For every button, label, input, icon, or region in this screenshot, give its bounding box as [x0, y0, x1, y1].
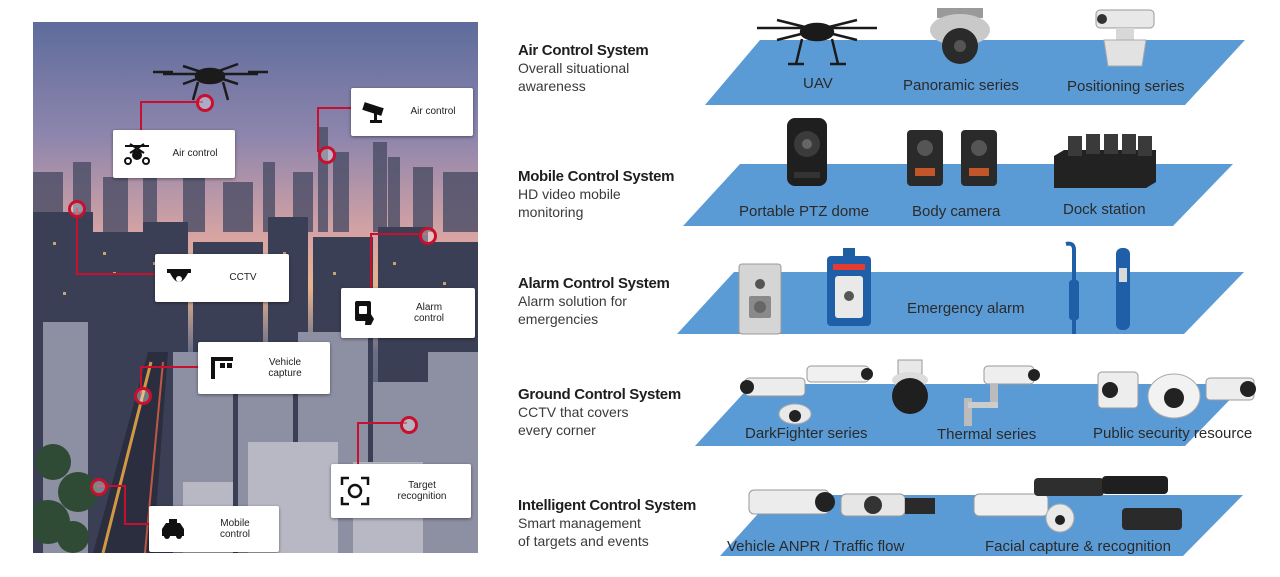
alarm-column-device — [1116, 248, 1130, 330]
tier-mobile-label-dock: Dock station — [1063, 201, 1146, 218]
facial-capture-cameras-device — [973, 476, 1182, 533]
callout-label: CCTV — [229, 272, 257, 284]
tier-alarm-text: Alarm Control System Alarm solution for … — [518, 275, 698, 328]
vehicle-capture-icon — [204, 350, 240, 386]
tier-mobile-label-ptz: Portable PTZ dome — [739, 203, 870, 220]
alarm-pole-device — [1065, 241, 1079, 334]
tier-title: Ground Control System — [518, 386, 681, 403]
tier-mobile-text: Mobile Control System HD video mobile mo… — [518, 168, 698, 221]
callout-label: Alarm control — [413, 301, 444, 325]
marker-alarm[interactable] — [419, 227, 437, 245]
thermal-camera-device — [964, 365, 1040, 426]
tier-title: Alarm Control System — [518, 275, 670, 292]
tier-ground-text: Ground Control System CCTV that covers e… — [518, 386, 698, 439]
tier-intelligent-label-facial: Facial capture & recognition — [985, 538, 1171, 555]
callout-vehicle-capture[interactable]: Vehicle capture — [198, 342, 330, 394]
tier-subtitle: CCTV that covers every corner — [518, 404, 629, 438]
positioning-camera-device — [1095, 9, 1155, 67]
tier-intelligent-text: Intelligent Control System Smart managem… — [518, 497, 698, 550]
drone-icon — [119, 136, 155, 172]
car-icon — [155, 511, 191, 547]
tier-title: Air Control System — [518, 42, 649, 59]
tier-ground-label-public-security: Public security resource — [1093, 425, 1253, 442]
alarm-panel-device — [738, 263, 782, 335]
drone-icon — [153, 62, 268, 101]
panoramic-camera-device — [930, 8, 990, 64]
marker-mobile[interactable] — [90, 478, 108, 496]
tier-ground-label-darkfighter: DarkFighter series — [745, 425, 868, 442]
tier-title: Intelligent Control System — [518, 497, 697, 514]
portable-ptz-dome-device — [787, 118, 827, 186]
emergency-box-device — [827, 248, 871, 326]
dock-station-device — [1054, 134, 1156, 188]
tier-intelligent-label-anpr: Vehicle ANPR / Traffic flow — [727, 538, 905, 555]
tier-air-label-uav: UAV — [803, 75, 833, 92]
tier-ground-label-thermal: Thermal series — [937, 426, 1037, 443]
callout-label: Air control — [172, 148, 218, 160]
callout-label: Mobile control — [219, 517, 250, 541]
callout-alarm-control[interactable]: Alarm control — [341, 288, 475, 338]
target-recognition-icon — [337, 473, 373, 509]
camera-icon — [357, 94, 393, 130]
callout-air-control-drone[interactable]: Air control — [113, 130, 235, 178]
tier-alarm-plane — [677, 272, 1244, 334]
body-camera-device-2 — [961, 130, 997, 186]
tier-subtitle: Smart management of targets and events — [518, 515, 649, 549]
marker-cctv[interactable] — [68, 200, 86, 218]
alarm-button-icon — [347, 295, 383, 331]
dome-camera-icon — [161, 260, 197, 296]
callout-label: Vehicle capture — [268, 356, 302, 380]
darkfighter-cameras-device — [740, 365, 873, 425]
callout-air-control-camera[interactable]: Air control — [351, 88, 473, 136]
tier-air-text: Air Control System Overall situational a… — [518, 42, 698, 95]
tier-title: Mobile Control System — [518, 168, 675, 185]
callout-label: Air control — [410, 106, 456, 118]
callout-cctv[interactable]: CCTV — [155, 254, 289, 302]
ptz-speed-dome-device — [892, 359, 928, 414]
city-scene-panel: Air control Air control CCTV Alarm contr… — [33, 22, 478, 553]
callout-mobile-control[interactable]: Mobile control — [149, 506, 279, 552]
uav-device — [757, 18, 877, 66]
marker-vehicle[interactable] — [134, 387, 152, 405]
anpr-cameras-device — [748, 489, 935, 517]
tier-subtitle: Alarm solution for emergencies — [518, 293, 627, 327]
body-camera-device-1 — [907, 130, 943, 186]
marker-air1[interactable] — [196, 94, 214, 112]
tier-subtitle: Overall situational awareness — [518, 60, 630, 94]
callout-label: Target recognition — [397, 479, 447, 503]
tier-alarm-label-emergency: Emergency alarm — [907, 300, 1025, 317]
marker-air2[interactable] — [318, 146, 336, 164]
tier-mobile-label-body-camera: Body camera — [912, 203, 1001, 220]
tier-air-label-positioning: Positioning series — [1067, 78, 1185, 95]
public-security-cameras-device — [1097, 371, 1256, 419]
tier-subtitle: HD video mobile monitoring — [518, 186, 621, 220]
callout-target-recognition[interactable]: Target recognition — [331, 464, 471, 518]
tier-air-label-panoramic: Panoramic series — [903, 77, 1019, 94]
marker-target[interactable] — [400, 416, 418, 434]
